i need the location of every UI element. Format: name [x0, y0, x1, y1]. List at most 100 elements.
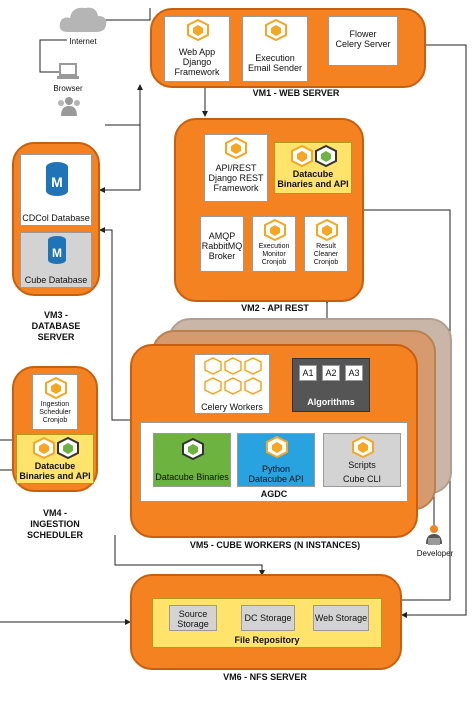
cdcol-db-icon: M: [46, 162, 68, 196]
cube-db-box: M Cube Database: [20, 232, 92, 288]
flower-line1: Flower: [349, 29, 377, 39]
vm2-title: VM2 - API REST: [241, 303, 309, 313]
scripts-label: Scripts: [348, 460, 376, 470]
dc-storage-label: DC Storage: [244, 613, 292, 623]
webapp-line2: Django: [182, 57, 212, 67]
cdcol-db-letter: M: [51, 174, 63, 190]
vm4-title-line3: SCHEDULER: [26, 530, 83, 540]
cube-db-letter: M: [52, 246, 62, 260]
python-icon: [266, 436, 288, 458]
exec-line2: Email Sender: [247, 63, 303, 73]
cleaner-line2: Cleaner: [313, 251, 339, 258]
cdcol-db-box: M CDCol Database: [20, 154, 92, 226]
api-line1: API/REST: [215, 163, 257, 173]
exec-line1: Execution: [255, 53, 295, 63]
vm1-title: VM1 - WEB SERVER: [252, 88, 340, 98]
vm4-datacube-line2: Binaries and API: [19, 471, 91, 481]
vm3-database-server: M CDCol Database M Cube Database: [12, 142, 100, 296]
web-storage-label: Web Storage: [314, 613, 368, 623]
vm4-datacube-hex-icon: [33, 437, 55, 459]
file-repository-label: File Repository: [234, 635, 300, 645]
api-line2: Django REST: [208, 173, 264, 183]
datacube-binaries-box: Datacube Binaries: [153, 433, 231, 487]
monitor-line1: Execution: [258, 243, 290, 250]
algo-a3: A3: [345, 365, 363, 381]
vm3-title-line3: SERVER: [37, 332, 75, 342]
amqp-line3: Broker: [208, 251, 236, 261]
vm4-title: VM4 - INGESTION SCHEDULER: [12, 508, 98, 541]
scripts-icon: [352, 436, 374, 458]
monitor-line3: Cronjob: [261, 259, 287, 266]
scripts-box: Scripts Cube CLI: [323, 433, 401, 487]
vm3-title-line1: VM3 -: [43, 310, 68, 320]
cleaner-line3: Cronjob: [313, 259, 339, 266]
amqp-line2: RabbitMQ: [201, 241, 243, 251]
amqp-line1: AMQP: [208, 231, 236, 241]
django-icon: [187, 19, 209, 41]
ingestion-line1: Ingestion: [40, 401, 70, 408]
celery-workers-box: Celery Workers: [194, 354, 270, 414]
internet-label: Internet: [69, 37, 97, 46]
vm4-datacube-line1: Datacube: [34, 461, 76, 471]
developer-icon: [422, 524, 446, 546]
datacube-binaries-label: Datacube Binaries: [155, 472, 229, 482]
webapp-line3: Framework: [174, 67, 220, 77]
algo-a1: A1: [299, 365, 317, 381]
celery-workers-icon: [204, 357, 262, 395]
monitor-icon: [264, 219, 286, 241]
cdcol-db-label: CDCol Database: [22, 213, 90, 223]
algorithms-box: A1 A2 A3 Algorithms: [292, 358, 370, 412]
exec-email-icon: [265, 19, 287, 41]
vm4-title-line1: VM4 -: [42, 508, 67, 518]
binaries-icon: [182, 438, 204, 460]
vm5-cube-workers: Celery Workers A1 A2 A3 Algorithms Datac…: [130, 344, 418, 538]
source-line2: Storage: [177, 619, 209, 629]
source-line1: Source: [178, 609, 208, 619]
webapp-line1: Web App: [178, 47, 216, 57]
ingestion-line3: Cronjob: [42, 417, 68, 424]
cleaner-icon: [316, 219, 338, 241]
vm3-title-line2: DATABASE: [31, 321, 81, 331]
agdc-label: AGDC: [260, 489, 288, 499]
api-line3: Framework: [213, 183, 259, 193]
internet-cloud-icon: [58, 4, 108, 34]
browser-label: Browser: [53, 84, 83, 93]
monitor-line2: Monitor: [262, 251, 286, 258]
vm3-title: VM3 - DATABASE SERVER: [12, 310, 100, 343]
vm5-title: VM5 - CUBE WORKERS (N INSTANCES): [189, 540, 361, 550]
web-storage-box: Web Storage: [313, 605, 369, 631]
cleaner-line1: Result: [316, 243, 336, 250]
vm4-title-line2: INGESTION: [30, 519, 80, 529]
celery-workers-label: Celery Workers: [201, 402, 263, 412]
python-line1: Python: [261, 464, 291, 474]
datacube-green-icon: [315, 145, 337, 167]
algorithms-label: Algorithms: [307, 397, 355, 407]
developer-label: Developer: [416, 549, 454, 558]
cube-db-icon: M: [48, 236, 66, 264]
datacube-hex-icon: [291, 145, 313, 167]
api-rest-icon: [225, 137, 247, 159]
python-line2: Datacube API: [248, 474, 304, 484]
ingestion-line2: Scheduler: [39, 409, 71, 416]
dc-storage-box: DC Storage: [241, 605, 295, 631]
users-icon: [56, 96, 82, 118]
vm2-datacube-line2: Binaries and API: [277, 179, 349, 189]
vm2-datacube-line1: Datacube: [292, 169, 334, 179]
vm4-datacube-green-icon: [57, 437, 79, 459]
